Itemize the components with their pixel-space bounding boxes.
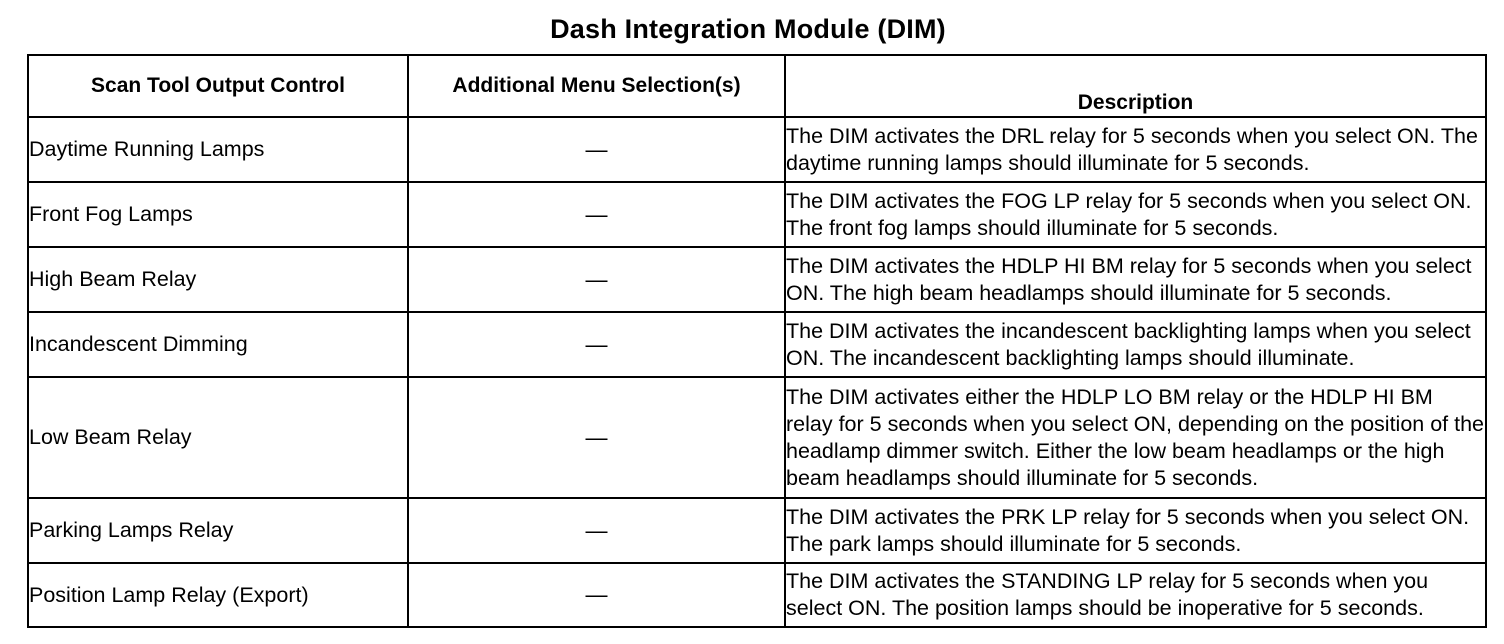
dash-mark: — <box>585 582 608 607</box>
cell-menu-selection: — <box>407 562 786 628</box>
cell-output-control: Position Lamp Relay (Export) <box>27 562 409 628</box>
cell-description: The DIM activates the PRK LP relay for 5… <box>784 497 1487 564</box>
table-header-row: Scan Tool Output Control Additional Menu… <box>27 54 1487 118</box>
dim-output-control-table: Scan Tool Output Control Additional Menu… <box>27 54 1487 628</box>
table-row: Position Lamp Relay (Export) — The DIM a… <box>27 562 1487 628</box>
cell-output-control: Low Beam Relay <box>27 376 409 499</box>
header-description: Description <box>784 54 1487 118</box>
dash-mark: — <box>585 517 608 543</box>
table-row: Parking Lamps Relay — The DIM activates … <box>27 497 1487 564</box>
cell-menu-selection: — <box>407 497 786 564</box>
dash-mark: — <box>585 266 608 292</box>
dash-mark: — <box>585 424 608 450</box>
cell-description: The DIM activates the STANDING LP relay … <box>784 562 1487 628</box>
cell-output-control: Front Fog Lamps <box>27 181 409 248</box>
header-additional-menu-selections: Additional Menu Selection(s) <box>407 54 786 118</box>
table-row: Front Fog Lamps — The DIM activates the … <box>27 181 1487 248</box>
cell-menu-selection: — <box>407 376 786 499</box>
header-scan-tool-output-control: Scan Tool Output Control <box>27 54 409 118</box>
cell-description: The DIM activates the incandescent backl… <box>784 311 1487 378</box>
cell-menu-selection: — <box>407 116 786 183</box>
cell-menu-selection: — <box>407 246 786 313</box>
dash-mark: — <box>585 331 608 357</box>
table-row: Low Beam Relay — The DIM activates eithe… <box>27 376 1487 499</box>
cell-output-control: High Beam Relay <box>27 246 409 313</box>
page-title: Dash Integration Module (DIM) <box>550 14 946 44</box>
cell-description: The DIM activates the HDLP HI BM relay f… <box>784 246 1487 313</box>
cell-description: The DIM activates the FOG LP relay for 5… <box>784 181 1487 248</box>
cell-description: The DIM activates the DRL relay for 5 se… <box>784 116 1487 183</box>
table-row: High Beam Relay — The DIM activates the … <box>27 246 1487 313</box>
cell-description: The DIM activates either the HDLP LO BM … <box>784 376 1487 499</box>
dash-mark: — <box>585 201 608 227</box>
dash-mark: — <box>585 136 608 162</box>
cell-output-control: Incandescent Dimming <box>27 311 409 378</box>
table-row: Daytime Running Lamps — The DIM activate… <box>27 116 1487 183</box>
cell-menu-selection: — <box>407 311 786 378</box>
cell-output-control: Daytime Running Lamps <box>27 116 409 183</box>
cell-output-control: Parking Lamps Relay <box>27 497 409 564</box>
cell-menu-selection: — <box>407 181 786 248</box>
table-row: Incandescent Dimming — The DIM activates… <box>27 311 1487 378</box>
